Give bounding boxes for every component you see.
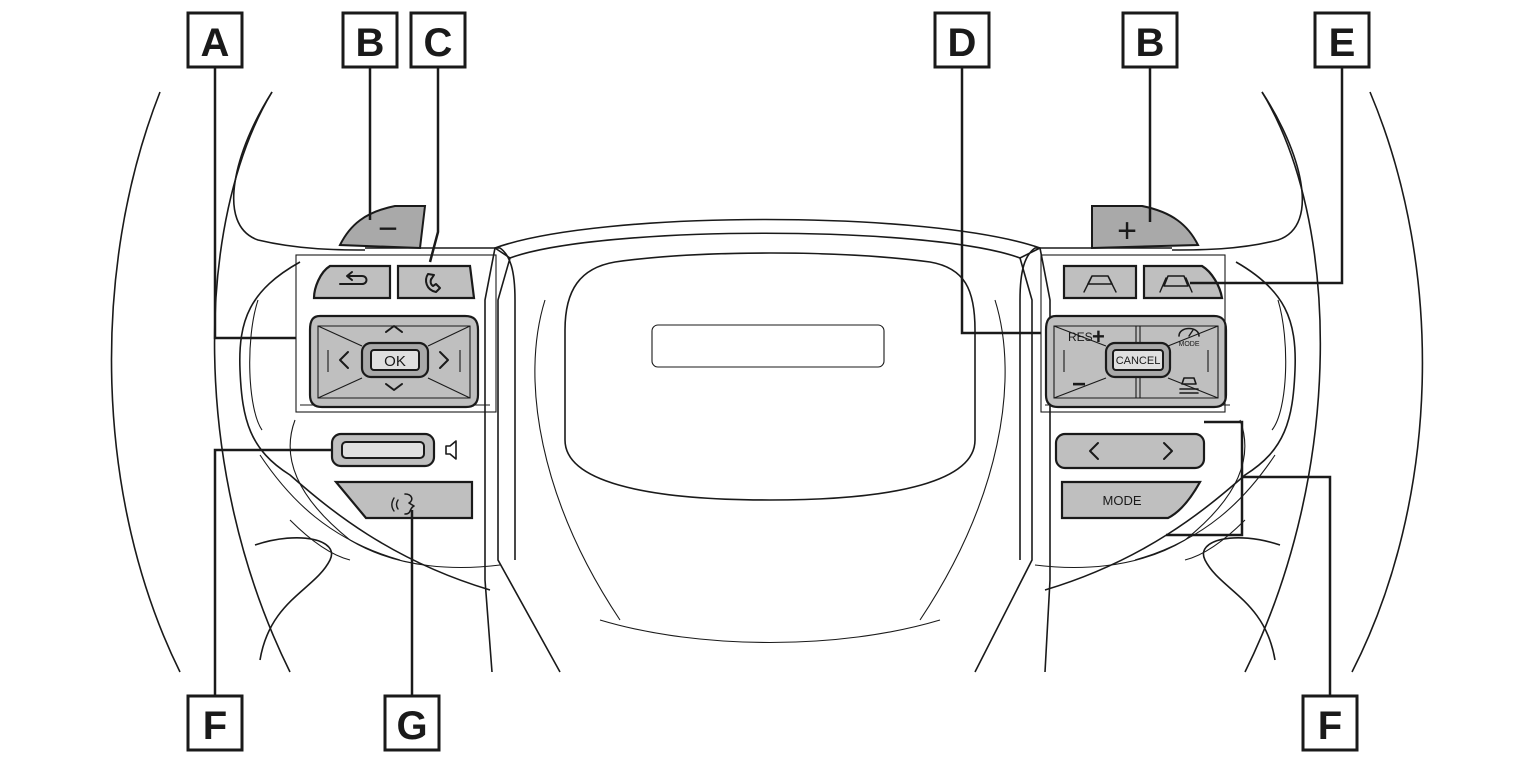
steering-wheel-outline — [110, 91, 1424, 673]
down-arrow-icon — [385, 383, 403, 391]
res-label: RES — [1068, 330, 1093, 344]
paddle-minus-label: − — [378, 210, 398, 248]
talk-switch[interactable] — [333, 480, 474, 520]
vehicle-distance-button[interactable] — [1142, 264, 1224, 300]
speaker-icon — [445, 440, 457, 460]
mode-button[interactable]: MODE — [1060, 480, 1202, 520]
callout-g-letter: G — [396, 704, 427, 748]
callout-g: G — [383, 694, 441, 752]
track-select-switch[interactable] — [1054, 432, 1206, 470]
ok-button[interactable]: OK — [360, 341, 430, 379]
callout-b-left: B — [341, 11, 399, 69]
leader-lines — [213, 66, 1344, 697]
volume-switch[interactable] — [330, 432, 436, 468]
callout-d-letter: D — [948, 21, 977, 65]
back-arrow-icon — [339, 271, 368, 285]
callout-e-letter: E — [1329, 21, 1356, 65]
mode-small-label: MODE — [1179, 341, 1200, 348]
callout-f-left-letter: F — [203, 704, 227, 748]
callout-d: D — [933, 11, 991, 69]
callout-f-right: F — [1301, 694, 1359, 752]
left-arrow-icon — [339, 351, 349, 369]
speedometer-icon — [1178, 327, 1200, 337]
callout-e: E — [1313, 11, 1371, 69]
callout-b-right-letter: B — [1136, 21, 1165, 65]
callout-a-letter: A — [201, 21, 230, 65]
callout-b-left-letter: B — [356, 21, 385, 65]
ok-label: OK — [384, 353, 406, 370]
lane-assist-button[interactable] — [1062, 264, 1138, 300]
right-arrow-icon — [439, 351, 449, 369]
phone-button[interactable] — [396, 264, 476, 300]
callout-c-letter: C — [424, 21, 453, 65]
paddle-shifter-minus[interactable]: − — [338, 205, 427, 250]
back-button[interactable] — [312, 264, 392, 300]
paddle-plus-label: + — [1117, 212, 1137, 250]
callout-f-right-letter: F — [1318, 704, 1342, 748]
cancel-label: CANCEL — [1116, 355, 1161, 367]
vehicle-distance-icon — [1159, 275, 1193, 293]
speed-limiter-icon — [1179, 377, 1199, 394]
cancel-button[interactable]: CANCEL — [1104, 341, 1172, 379]
voice-command-icon — [391, 493, 415, 515]
mode-label: MODE — [1103, 493, 1142, 508]
up-arrow-icon — [385, 325, 403, 333]
plus-label: + — [1092, 324, 1105, 349]
lane-assist-icon — [1083, 275, 1117, 293]
callout-a: A — [186, 11, 244, 69]
left-control-group-frame — [295, 254, 497, 413]
previous-track-icon — [1089, 442, 1099, 460]
paddle-shifter-plus[interactable]: + — [1091, 205, 1200, 250]
minus-label: − — [1072, 371, 1086, 398]
callout-c: C — [409, 11, 467, 69]
phone-icon — [425, 273, 441, 293]
callout-f-left: F — [186, 694, 244, 752]
next-track-icon — [1163, 442, 1173, 460]
callout-b-right: B — [1121, 11, 1179, 69]
